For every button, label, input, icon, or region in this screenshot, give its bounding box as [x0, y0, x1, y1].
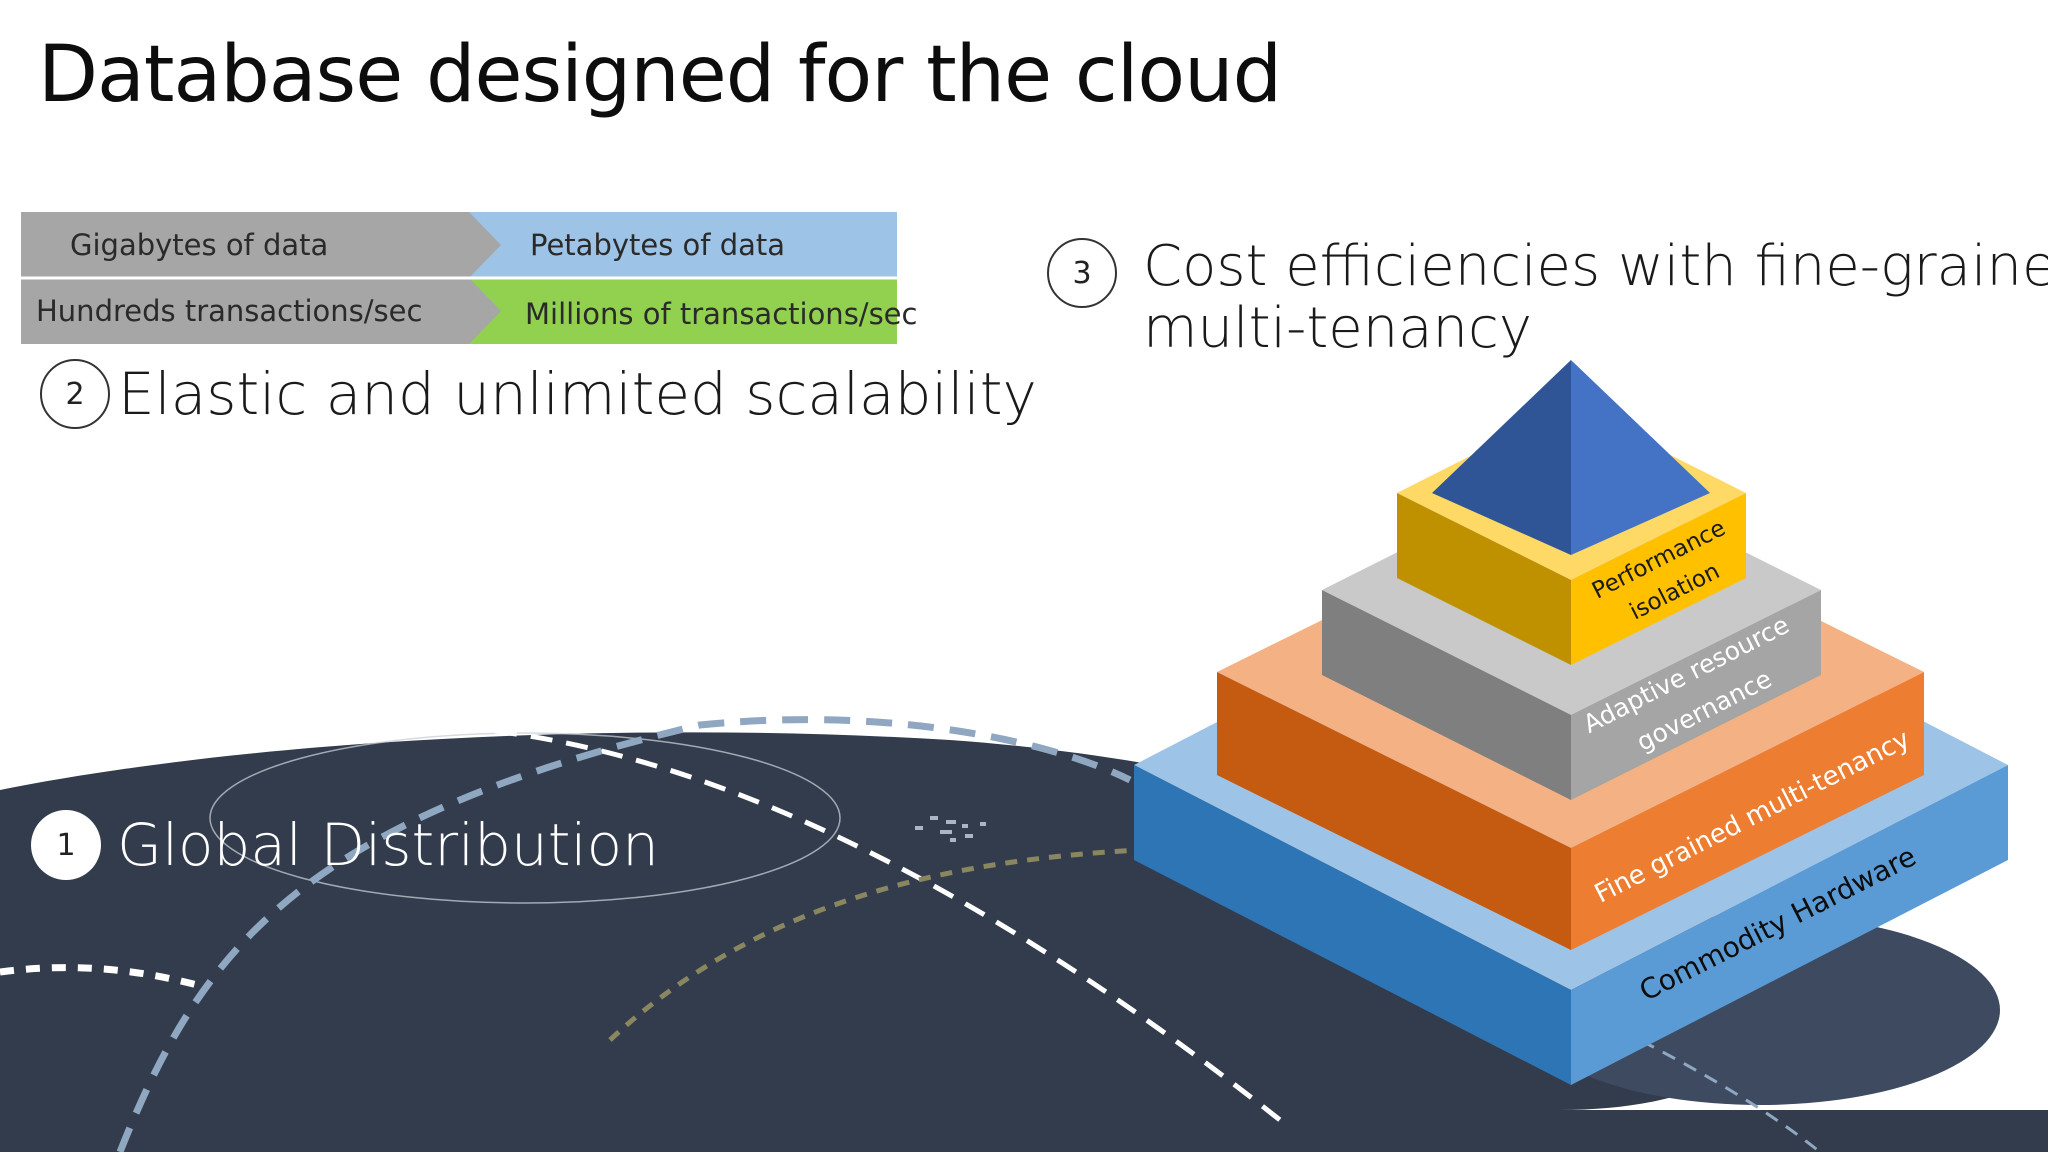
- dots-cluster: [915, 816, 986, 842]
- row-gigabytes-label: Gigabytes of data: [70, 228, 329, 262]
- point-global-distribution: 1 Global Distribution: [31, 810, 659, 880]
- point-1-label: Global Distribution: [117, 811, 659, 879]
- scalability-table-bg: [21, 212, 897, 344]
- point-elastic-scalability: 2 Elastic and unlimited scalability: [40, 359, 1037, 429]
- step-number-3: 3: [1047, 238, 1117, 308]
- step-number-1: 1: [31, 810, 101, 880]
- slide-title: Database designed for the cloud: [38, 30, 1282, 120]
- scalability-table: Gigabytes of data Petabytes of data Hund…: [21, 212, 917, 344]
- dashed-route: [279, 722, 1282, 1122]
- point-3-label-line2: multi-tenancy: [1143, 296, 1532, 361]
- dashed-route: [116, 716, 1132, 1152]
- dashed-route: [608, 847, 1141, 1042]
- globe-halo: [209, 732, 841, 904]
- row-petabytes-label: Petabytes of data: [530, 228, 786, 262]
- pyramid-apex: [1432, 360, 1710, 555]
- dashed-route: [0, 964, 206, 991]
- point-3-label-line1: Cost efficiencies with fine-grained: [1143, 234, 2048, 299]
- point-2-label: Elastic and unlimited scalability: [118, 360, 1037, 428]
- step-number-2: 2: [40, 359, 110, 429]
- row-millions-label: Millions of transactions/sec: [525, 297, 918, 331]
- row-hundreds-label: Hundreds transactions/sec: [36, 294, 423, 328]
